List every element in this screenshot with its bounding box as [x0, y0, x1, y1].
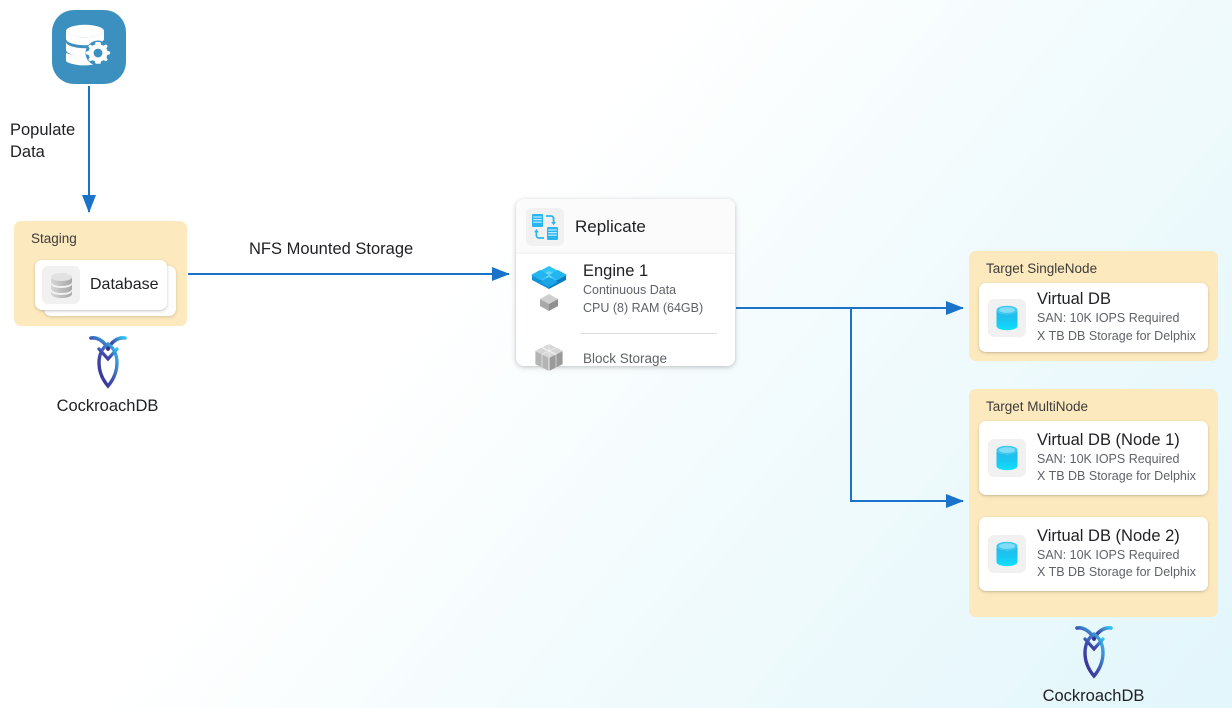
- engine-row[interactable]: Engine 1 Continuous Data CPU (8) RAM (64…: [526, 262, 703, 317]
- virtual-db-san: SAN: 10K IOPS Required: [1037, 547, 1180, 562]
- cockroachdb-mark-icon: [88, 336, 127, 389]
- engine-product: Continuous Data: [583, 282, 677, 297]
- replicate-label: Replicate: [575, 216, 646, 236]
- target-multinode-title: Target MultiNode: [986, 399, 1089, 414]
- cockroachdb-label-staging: CockroachDB: [56, 397, 159, 415]
- cockroachdb-label-target: CockroachDB: [1042, 687, 1145, 705]
- virtual-db-name: Virtual DB: [1037, 290, 1111, 309]
- cockroachdb-mark-icon: [1074, 626, 1113, 679]
- engine-body: Engine 1 Continuous Data CPU (8) RAM (64…: [516, 254, 735, 371]
- replicate-row[interactable]: Replicate: [516, 199, 735, 254]
- virtual-db-storage: X TB DB Storage for Delphix: [1037, 469, 1196, 484]
- staging-zone-title: Staging: [31, 231, 77, 246]
- virtual-db-icon: [988, 535, 1026, 573]
- virtual-db-card-node2[interactable]: Virtual DB (Node 2) SAN: 10K IOPS Requir…: [979, 517, 1208, 591]
- target-singlenode-title: Target SingleNode: [986, 261, 1098, 276]
- replicate-icon: [526, 207, 564, 246]
- nfs-mounted-storage-label: NFS Mounted Storage: [249, 240, 414, 258]
- virtual-db-storage: X TB DB Storage for Delphix: [1037, 328, 1196, 343]
- populate-data-label: Populate Data: [10, 121, 76, 162]
- virtual-db-san: SAN: 10K IOPS Required: [1037, 451, 1180, 466]
- block-storage-cube-icon: [526, 340, 572, 376]
- database-cylinder-icon: [42, 266, 80, 304]
- block-storage-row[interactable]: Block Storage: [526, 340, 667, 376]
- engine-name: Engine 1: [583, 262, 649, 280]
- virtual-db-card-single[interactable]: Virtual DB SAN: 10K IOPS Required X TB D…: [979, 283, 1208, 352]
- staging-database-label: Database: [90, 276, 159, 293]
- database-gear-icon: [52, 10, 126, 84]
- staging-database-card[interactable]: Database: [35, 260, 167, 310]
- connector-engine-to-multi: [850, 308, 964, 508]
- engine-divider: [581, 333, 717, 334]
- virtual-db-name: Virtual DB (Node 1): [1037, 430, 1180, 449]
- cockroachdb-logo-target: CockroachDB: [1016, 622, 1171, 706]
- cockroachdb-logo-staging: CockroachDB: [30, 332, 185, 416]
- engine-specs: CPU (8) RAM (64GB): [583, 300, 704, 315]
- engine-panel: Replicate: [516, 199, 735, 371]
- virtual-db-icon: [988, 439, 1026, 477]
- virtual-db-name: Virtual DB (Node 2): [1037, 526, 1180, 545]
- virtual-db-storage: X TB DB Storage for Delphix: [1037, 565, 1196, 580]
- block-storage-label: Block Storage: [583, 350, 668, 366]
- virtual-db-san: SAN: 10K IOPS Required: [1037, 311, 1180, 326]
- virtual-db-icon: [988, 298, 1026, 337]
- engine-blocks-icon: [526, 262, 572, 314]
- virtual-db-card-node1[interactable]: Virtual DB (Node 1) SAN: 10K IOPS Requir…: [979, 421, 1208, 495]
